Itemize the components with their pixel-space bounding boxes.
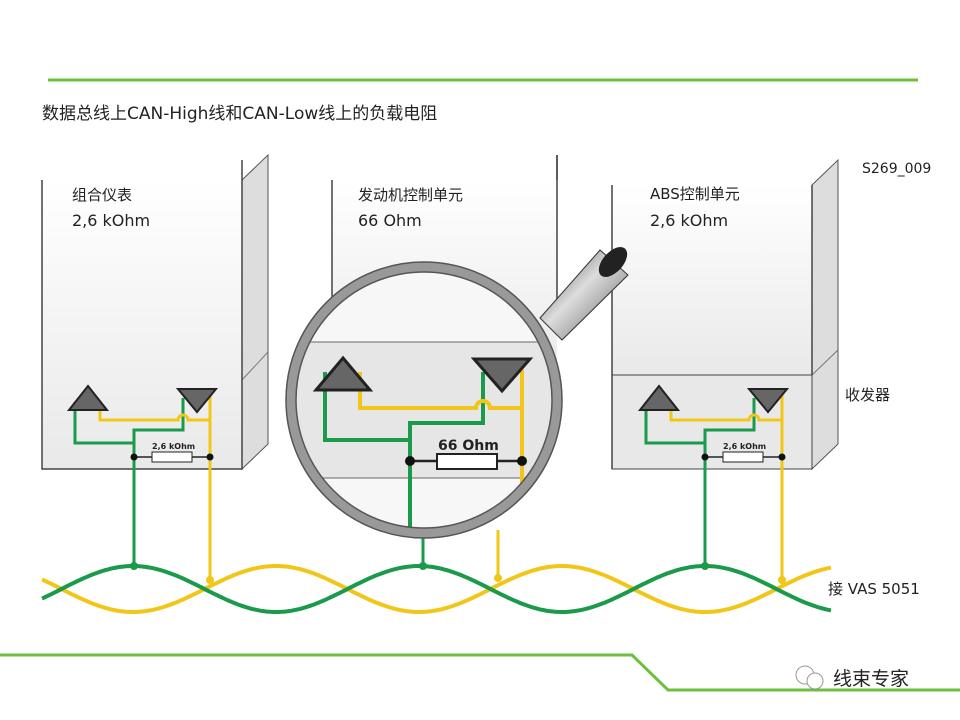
- transmitter-icon: [66, 384, 110, 411]
- diagram-title: 数据总线上CAN-High线和CAN-Low线上的负载电阻: [42, 104, 437, 124]
- module-abs-ecu: ABS控制单元 2,6 kOhm 2,6 kOhm: [611, 158, 839, 580]
- transmitter-icon: [637, 384, 681, 411]
- receiver-icon: [746, 388, 790, 414]
- bottom-accent-line: [0, 653, 960, 692]
- figure-id: S269_009: [862, 161, 931, 177]
- module-name: 发动机控制单元: [358, 186, 463, 204]
- magnifier: 66 Ohm: [285, 247, 629, 539]
- receiver-icon: [175, 388, 219, 414]
- transmitter-icon: [312, 355, 374, 392]
- module-name: 组合仪表: [72, 186, 132, 204]
- module-resistance: 66 Ohm: [358, 211, 422, 230]
- resistor-label: 2,6 kOhm: [152, 442, 195, 451]
- resistor: [151, 451, 193, 463]
- resistor: [436, 453, 498, 470]
- bus-junctions: [130, 562, 786, 584]
- receiver-icon: [470, 357, 534, 394]
- svg-text:线束专家: 线束专家: [833, 668, 909, 690]
- resistor: [722, 451, 764, 463]
- transceiver-label: 收发器: [845, 386, 890, 404]
- module-resistance: 2,6 kOhm: [650, 211, 728, 230]
- module-instrument-cluster: 组合仪表 2,6 kOhm 2,6 kOhm: [41, 153, 269, 580]
- can-high-wire: [41, 564, 832, 614]
- connector-label: 接 VAS 5051: [828, 580, 920, 598]
- can-low-wire: [41, 564, 832, 614]
- module-name: ABS控制单元: [650, 185, 740, 203]
- watermark: 线束专家: [795, 665, 909, 690]
- resistor-label: 66 Ohm: [438, 438, 499, 454]
- resistor-label: 2,6 kOhm: [723, 442, 766, 451]
- module-resistance: 2,6 kOhm: [72, 211, 150, 230]
